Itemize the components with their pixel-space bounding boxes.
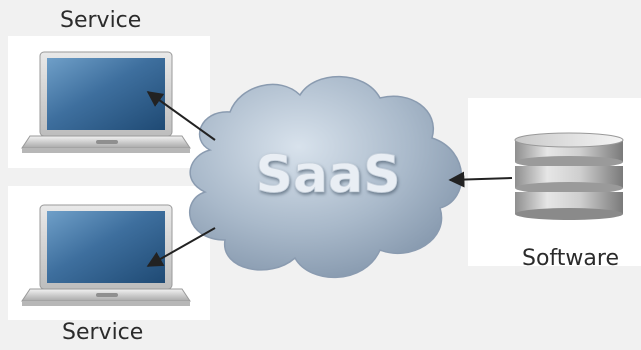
cloud-icon xyxy=(189,75,463,278)
software-label: Software xyxy=(522,246,619,271)
arrow-to-bottom-service xyxy=(146,227,216,267)
laptop-icon xyxy=(21,51,191,153)
service-label-bottom: Service xyxy=(62,320,144,345)
saas-label: SaaS xyxy=(255,145,400,205)
arrow-to-top-service xyxy=(146,91,216,141)
database-icon xyxy=(514,132,624,220)
service-label-top: Service xyxy=(60,8,142,33)
laptop-icon xyxy=(21,204,191,306)
arrow-from-software xyxy=(448,171,513,188)
